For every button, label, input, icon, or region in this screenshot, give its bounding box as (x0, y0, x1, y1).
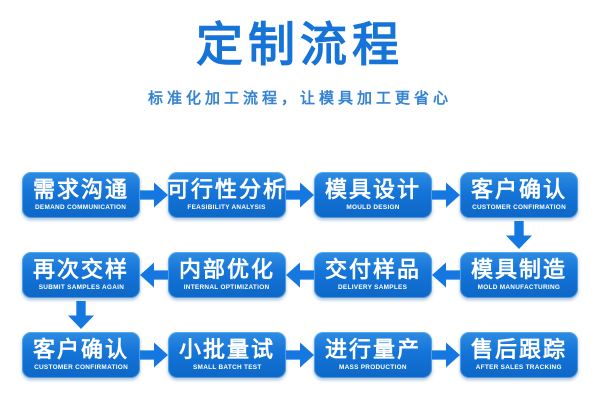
step-subtitle-en: DEMAND COMMUNICATION (35, 204, 127, 211)
flow-step-demand-communication: 需求沟通 DEMAND COMMUNICATION (22, 172, 140, 218)
arrow-down-icon (68, 301, 94, 329)
flow-step-customer-confirmation-2: 客户确认 CUSTOMER CONFIRMATION (22, 332, 140, 378)
flow-step-internal-optimization: 内部优化 INTERNAL OPTIMIZATION (168, 252, 286, 298)
step-title-zh: 进行量产 (324, 337, 421, 362)
step-title-zh: 模具制造 (470, 257, 567, 282)
flow-row-2: 再次交样 SUBMIT SAMPLES AGAIN 内部优化 INTERNAL … (22, 252, 578, 298)
flow-step-mold-manufacturing: 模具制造 MOLD MANUFACTURING (460, 252, 578, 298)
step-subtitle-en: FEASIBILITY ANALYSIS (187, 204, 267, 211)
step-subtitle-en: CUSTOMER CONFIRMATION (34, 364, 128, 371)
step-title-zh: 售后跟踪 (470, 337, 567, 362)
step-title-zh: 客户确认 (470, 177, 567, 202)
arrow-left-icon (432, 262, 460, 288)
page-subtitle: 标准化加工流程，让模具加工更省心 (147, 90, 452, 107)
step-subtitle-en: MASS PRODUCTION (339, 364, 407, 371)
flow-step-mould-design: 模具设计 MOULD DESIGN (314, 172, 432, 218)
step-subtitle-en: SMALL BATCH TEST (192, 364, 262, 371)
step-title-zh: 再次交样 (32, 257, 129, 282)
step-subtitle-en: MOLD MANUFACTURING (477, 284, 561, 291)
arrow-right-icon (432, 182, 460, 208)
arrow-right-icon (432, 342, 460, 368)
arrow-left-icon (286, 262, 314, 288)
flow-step-feasibility-analysis: 可行性分析 FEASIBILITY ANALYSIS (167, 172, 288, 218)
step-subtitle-en: CUSTOMER CONFIRMATION (472, 204, 566, 211)
flow-step-after-sales-tracking: 售后跟踪 AFTER SALES TRACKING (460, 332, 578, 378)
arrow-right-icon (140, 182, 168, 208)
flow-row-3: 客户确认 CUSTOMER CONFIRMATION 小批量试 SMALL BA… (22, 332, 578, 378)
page-title: 定制流程 (196, 18, 404, 71)
step-title-zh: 可行性分析 (167, 177, 288, 202)
arrow-right-icon (286, 182, 314, 208)
arrow-right-icon (140, 342, 168, 368)
flow-step-mass-production: 进行量产 MASS PRODUCTION (314, 332, 432, 378)
step-subtitle-en: SUBMIT SAMPLES AGAIN (38, 284, 124, 291)
flow-step-customer-confirmation-1: 客户确认 CUSTOMER CONFIRMATION (460, 172, 578, 218)
step-title-zh: 需求沟通 (32, 177, 129, 202)
step-subtitle-en: INTERNAL OPTIMIZATION (184, 284, 270, 291)
step-title-zh: 内部优化 (178, 257, 275, 282)
arrow-down-icon (506, 221, 532, 249)
step-subtitle-en: AFTER SALES TRACKING (475, 364, 563, 371)
step-title-zh: 小批量试 (178, 337, 275, 362)
flow-step-small-batch-test: 小批量试 SMALL BATCH TEST (168, 332, 286, 378)
arrow-left-icon (140, 262, 168, 288)
step-title-zh: 交付样品 (324, 257, 421, 282)
flow-step-submit-samples-again: 再次交样 SUBMIT SAMPLES AGAIN (22, 252, 140, 298)
step-title-zh: 客户确认 (32, 337, 129, 362)
step-subtitle-en: MOULD DESIGN (346, 204, 400, 211)
step-subtitle-en: DELIVERY SAMPLES (338, 284, 408, 291)
flow-row-1: 需求沟通 DEMAND COMMUNICATION 可行性分析 FEASIBIL… (22, 172, 578, 218)
flow-step-delivery-samples: 交付样品 DELIVERY SAMPLES (314, 252, 432, 298)
arrow-right-icon (286, 342, 314, 368)
step-title-zh: 模具设计 (324, 177, 421, 202)
